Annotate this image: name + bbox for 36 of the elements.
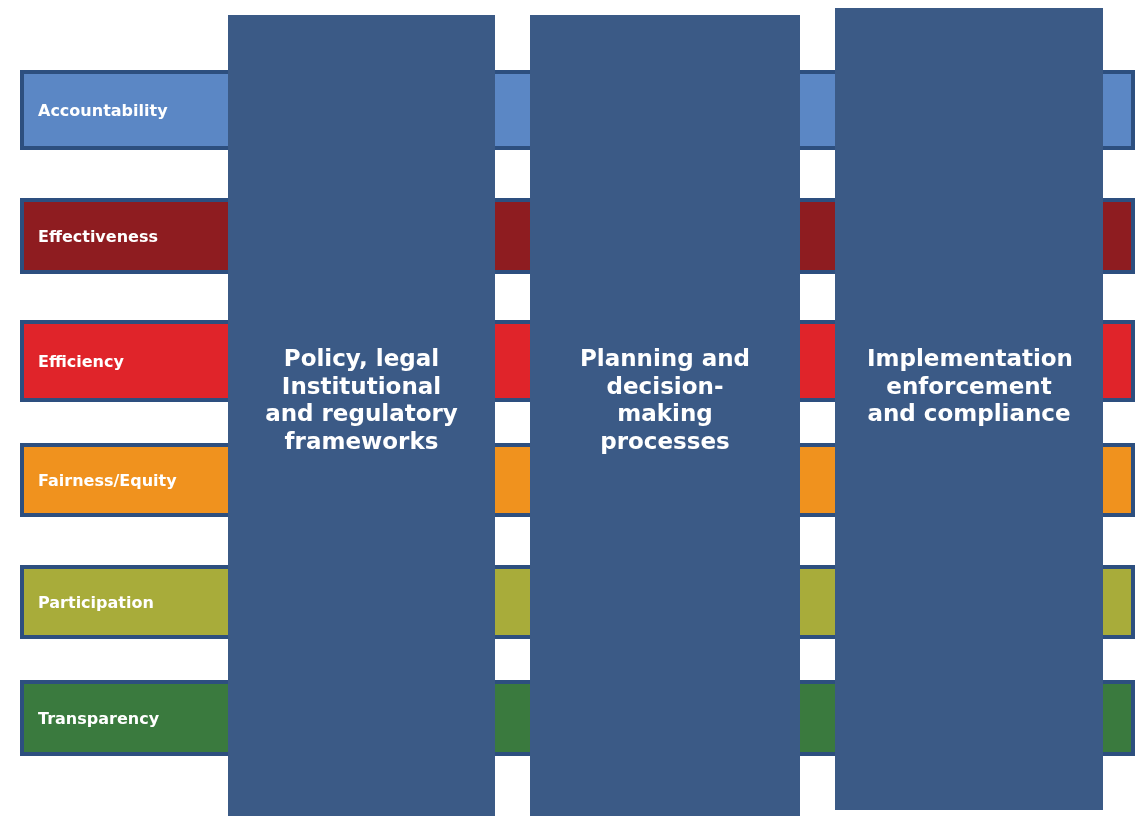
color-band xyxy=(20,680,228,756)
band-segment xyxy=(495,565,530,639)
band-segment xyxy=(495,70,530,150)
column-panel xyxy=(530,15,800,816)
band-segment xyxy=(1103,565,1135,639)
band-segment xyxy=(800,680,835,756)
column-title: Policy, legal Institutional and regulatory frameworks xyxy=(264,345,459,456)
column-panel xyxy=(835,8,1103,810)
band-segment xyxy=(1103,680,1135,756)
band-segment xyxy=(1103,70,1135,150)
color-band xyxy=(20,320,228,402)
band-segment xyxy=(495,443,530,517)
band-segment xyxy=(495,320,530,402)
band-segment xyxy=(1103,320,1135,402)
column-title: Planning and decision-making processes xyxy=(578,345,752,456)
band-label: Effectiveness xyxy=(38,226,158,246)
color-band xyxy=(20,443,228,517)
column-title: Implementation enforcement and compliance xyxy=(866,345,1074,428)
band-segment xyxy=(800,70,835,150)
band-segment xyxy=(495,680,530,756)
column-panel xyxy=(228,15,495,816)
band-segment xyxy=(495,198,530,274)
band-label: Participation xyxy=(38,592,154,612)
band-label: Transparency xyxy=(38,708,160,728)
band-label: Accountability xyxy=(38,100,168,120)
band-segment xyxy=(800,443,835,517)
band-segment xyxy=(1103,198,1135,274)
band-segment xyxy=(800,198,835,274)
band-label: Efficiency xyxy=(38,351,124,371)
color-band xyxy=(20,70,228,150)
color-band xyxy=(20,198,228,274)
band-segment xyxy=(800,565,835,639)
band-segment xyxy=(800,320,835,402)
band-segment xyxy=(1103,443,1135,517)
band-label: Fairness/Equity xyxy=(38,470,177,490)
color-band xyxy=(20,565,228,639)
